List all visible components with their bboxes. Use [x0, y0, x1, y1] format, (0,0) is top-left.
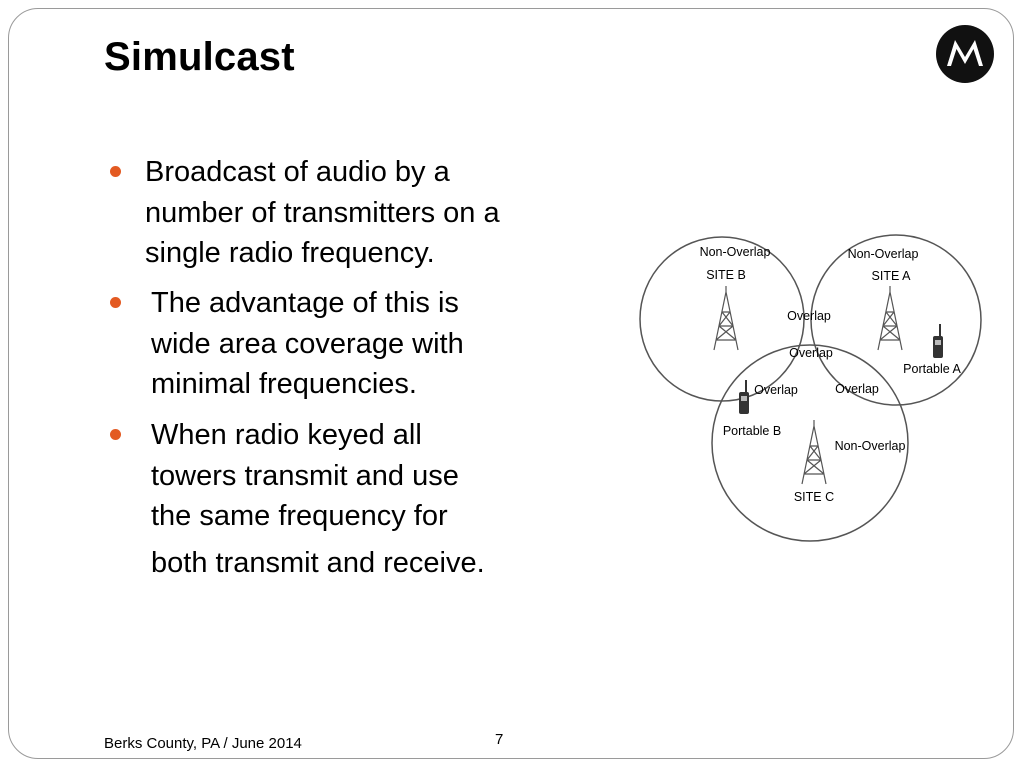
bullet-line: When radio keyed all — [151, 419, 422, 451]
portable-a-radio-icon — [932, 323, 944, 359]
bullet-text: The advantage of this is wide area cover… — [151, 283, 464, 405]
overlap-bc-label: Overlap — [754, 383, 798, 397]
site-b-label: SITE B — [706, 268, 746, 282]
site-b-coverage-circle — [639, 236, 805, 402]
overlap-ac-label: Overlap — [835, 382, 879, 396]
site-c-coverage-circle — [711, 344, 909, 542]
portable-a-label: Portable A — [903, 362, 961, 376]
bullet-dot-icon — [110, 429, 121, 440]
bullet-line: Broadcast of audio by a — [145, 156, 450, 188]
bullet-text: Broadcast of audio by a number of transm… — [145, 152, 500, 274]
bullet-line: The advantage of this is — [151, 287, 459, 319]
page-number: 7 — [495, 731, 504, 748]
portable-b-radio-icon — [738, 379, 750, 415]
overlap-ab-label: Overlap — [787, 309, 831, 323]
bullet-text: When radio keyed all towers transmit and… — [151, 415, 485, 583]
overlap-center-label: Overlap — [789, 346, 833, 360]
site-a-zone-label: Non-Overlap — [848, 247, 919, 261]
bullet-dot-icon — [110, 297, 121, 308]
site-c-zone-label: Non-Overlap — [835, 439, 906, 453]
slide-title: Simulcast — [104, 35, 295, 79]
site-a-label: SITE A — [872, 269, 912, 283]
bullet-line: number of transmitters on a — [145, 196, 500, 229]
bullet-line: minimal frequencies. — [151, 368, 417, 400]
site-a-coverage-circle — [810, 234, 982, 406]
site-b-tower-icon — [713, 285, 739, 351]
simulcast-coverage-diagram: Non-Overlap SITE B Non-Overlap SITE A Ov… — [639, 234, 982, 542]
footer-text: Berks County, PA / June 2014 — [104, 735, 302, 752]
portable-b-label: Portable B — [723, 424, 781, 438]
bullet-line: single radio frequency. — [145, 237, 435, 269]
bullet-line: wide area coverage with — [151, 327, 464, 360]
motorola-logo-icon — [936, 25, 994, 83]
site-c-label: SITE C — [794, 490, 834, 504]
bullet-line: the same frequency for — [151, 500, 448, 532]
bullet-dot-icon — [110, 166, 121, 177]
bullet-line: towers transmit and use — [151, 459, 459, 492]
slide-frame — [8, 8, 1014, 759]
site-b-zone-label: Non-Overlap — [700, 245, 771, 259]
bullet-line: both transmit and receive. — [151, 546, 485, 579]
site-a-tower-icon — [877, 285, 903, 351]
site-c-tower-icon — [801, 419, 827, 485]
